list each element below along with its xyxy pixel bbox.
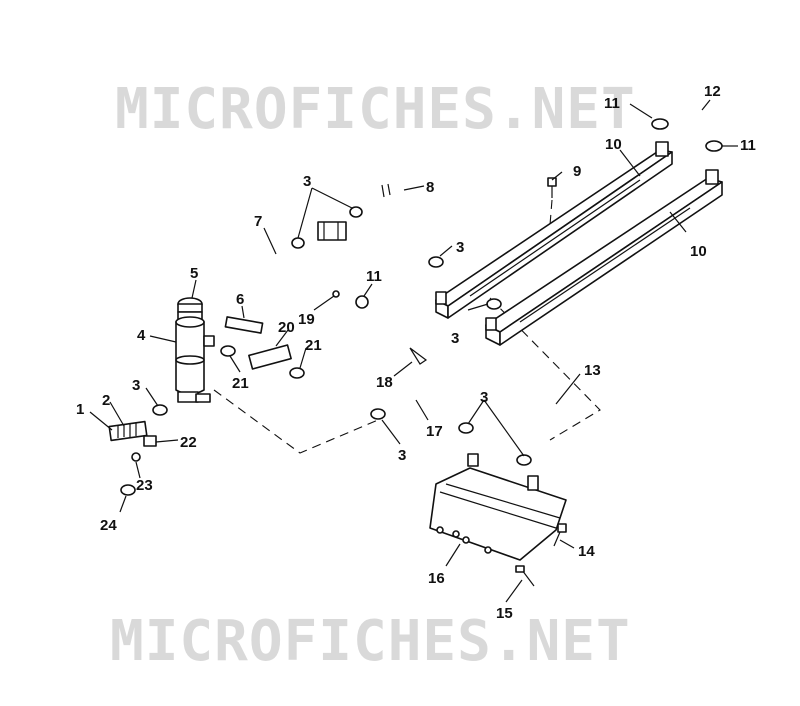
watermark-top: MICROFICHES.NET [115, 77, 636, 142]
tee-fitting [317, 221, 347, 241]
elbow-hose [393, 374, 469, 411]
callout-14: 14 [578, 543, 595, 560]
clip [143, 435, 157, 447]
watermark-bottom: MICROFICHES.NET [110, 609, 631, 674]
callout-4: 4 [137, 327, 146, 344]
hose-clamp [705, 140, 723, 152]
callout-22: 22 [180, 434, 197, 451]
s-hose [373, 182, 437, 245]
callout-19: 19 [298, 311, 315, 328]
callout-13: 13 [584, 362, 601, 379]
callout-3: 3 [132, 377, 140, 394]
callout-3: 3 [451, 330, 459, 347]
callout-8: 8 [426, 179, 434, 196]
callout-16: 16 [428, 570, 445, 587]
callout-11: 11 [740, 137, 756, 154]
callout-6: 6 [236, 291, 244, 308]
crossover-hose [651, 89, 723, 152]
callout-18: 18 [376, 374, 393, 391]
callout-23: 23 [136, 477, 153, 494]
small-tube [224, 316, 264, 334]
callout-5: 5 [190, 265, 198, 282]
callout-21: 21 [232, 375, 249, 392]
screws [515, 523, 567, 587]
callout-2: 2 [102, 392, 110, 409]
callout-10: 10 [605, 136, 622, 153]
callout-3: 3 [480, 389, 488, 406]
callout-20: 20 [278, 319, 295, 336]
callout-21: 21 [305, 337, 322, 354]
callout-3: 3 [303, 173, 311, 190]
heat-exchanger-plate [429, 453, 567, 561]
callout-3: 3 [398, 447, 406, 464]
callout-11: 11 [366, 268, 382, 285]
fitting-hose [266, 240, 335, 299]
callout-3: 3 [456, 239, 464, 256]
callout-9: 9 [573, 163, 581, 180]
callout-24: 24 [100, 517, 117, 534]
u-hose [519, 398, 559, 445]
coolant-reservoir [175, 297, 215, 403]
callout-10: 10 [690, 243, 707, 260]
callout-1: 1 [76, 401, 84, 418]
callout-15: 15 [496, 605, 513, 622]
drain-hose [95, 420, 151, 483]
callout-17: 17 [426, 423, 443, 440]
straight-hose [248, 344, 292, 370]
assembly-dashed-lines [213, 199, 601, 454]
bolt [547, 177, 557, 198]
wire-clip [409, 347, 428, 365]
hose-clamps [120, 206, 532, 496]
callout-leaders [89, 99, 738, 603]
callout-11: 11 [604, 95, 620, 112]
callout-12: 12 [704, 83, 721, 100]
callout-7: 7 [254, 213, 262, 230]
callout-labels: 1 2 3 3 3 3 3 3 4 5 6 7 8 9 10 10 11 11 … [76, 83, 756, 622]
hose-clamp [651, 118, 669, 130]
heat-exchanger-rails [435, 141, 723, 346]
